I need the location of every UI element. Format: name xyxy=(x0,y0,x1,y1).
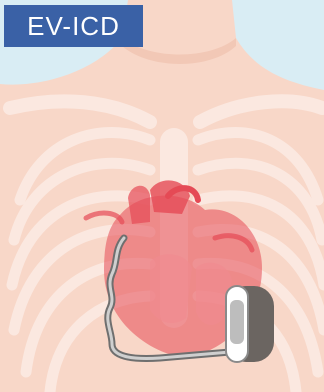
implanted-device-icon xyxy=(226,286,274,362)
page-title: EV-ICD xyxy=(4,5,143,47)
